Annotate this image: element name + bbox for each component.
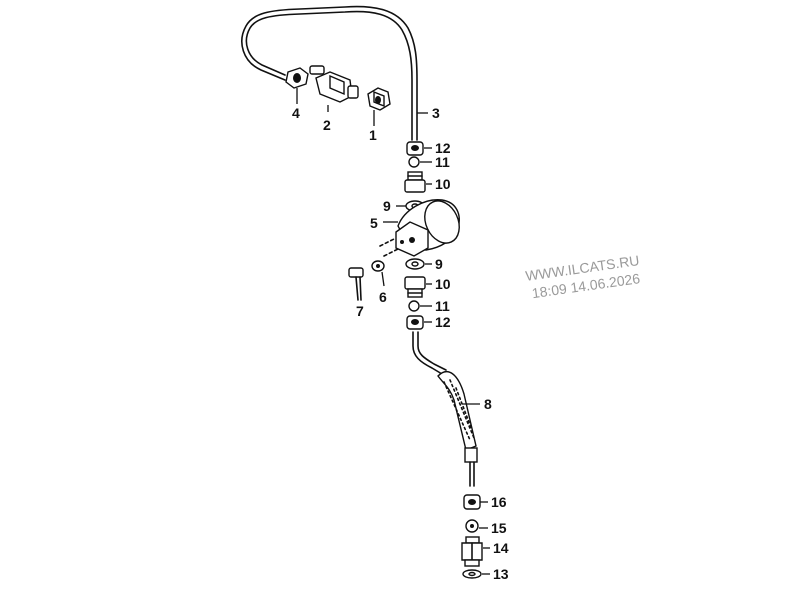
label-part-3: 3 — [432, 105, 440, 121]
part-nut-12-lower — [406, 315, 424, 330]
part-bolt-7 — [348, 267, 364, 301]
label-part-12-upper: 12 — [435, 140, 451, 156]
label-part-14: 14 — [493, 540, 509, 556]
label-part-13: 13 — [493, 566, 509, 582]
label-part-1: 1 — [369, 127, 377, 143]
oil-line-pipe — [241, 5, 418, 141]
label-part-4: 4 — [292, 105, 300, 121]
part-union-10-upper — [404, 171, 426, 193]
label-part-11-upper: 11 — [435, 154, 450, 170]
part-washer-13 — [462, 569, 482, 579]
part-adapter-14 — [461, 536, 483, 567]
label-part-9-upper: 9 — [383, 198, 391, 214]
part-nut-16 — [463, 494, 481, 510]
part-oil-filter-5 — [379, 199, 460, 257]
label-part-8: 8 — [484, 396, 492, 412]
part-union-10-lower — [404, 276, 426, 298]
label-part-7: 7 — [356, 303, 364, 319]
label-part-6: 6 — [379, 289, 387, 305]
label-part-12-lower: 12 — [435, 314, 451, 330]
label-part-10-upper: 10 — [435, 176, 451, 192]
part-adapter-1 — [367, 87, 391, 111]
part-washer-9-lower — [405, 258, 425, 270]
part-nut-4 — [285, 67, 309, 89]
part-nut-12-upper — [406, 141, 424, 156]
part-hose-8 — [412, 331, 480, 487]
label-part-11-lower: 11 — [435, 298, 450, 314]
label-part-10-lower: 10 — [435, 276, 451, 292]
part-ferrule-15 — [465, 519, 479, 533]
label-part-2: 2 — [323, 117, 331, 133]
leader-lines — [296, 88, 490, 575]
label-part-15: 15 — [491, 520, 507, 536]
label-part-16: 16 — [491, 494, 507, 510]
part-ferrule-11-lower — [408, 300, 420, 312]
part-sender-2 — [309, 65, 359, 112]
label-part-5: 5 — [370, 215, 378, 231]
part-ferrule-11-upper — [408, 156, 420, 168]
label-part-9-lower: 9 — [435, 256, 443, 272]
watermark: WWW.ILCATS.RU 18:09 14.06.2026 — [524, 252, 641, 301]
part-washer-6 — [371, 260, 385, 287]
